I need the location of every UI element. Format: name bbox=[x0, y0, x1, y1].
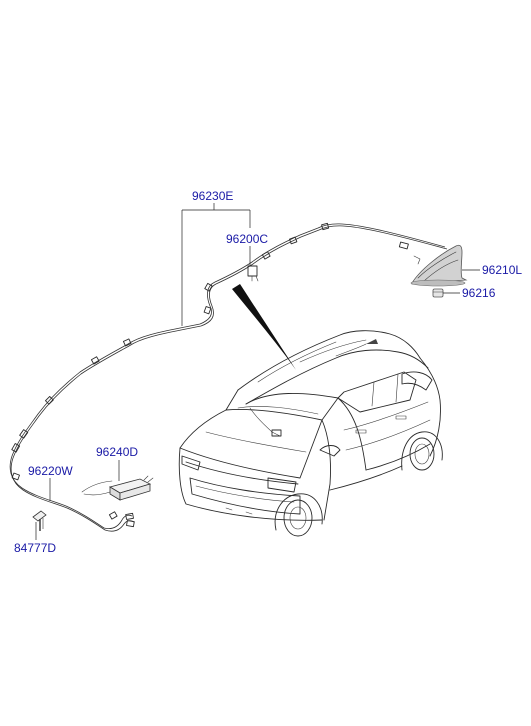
antenna-connector-96200c bbox=[247, 265, 259, 282]
wire-harness-96220w bbox=[103, 511, 135, 532]
pointer-wedge bbox=[232, 284, 296, 370]
label-84777d: 84777D bbox=[14, 541, 56, 555]
label-96200c: 96200C bbox=[226, 232, 268, 246]
antenna-pad-96216 bbox=[432, 288, 444, 298]
antenna-module-96240d bbox=[81, 475, 154, 501]
bolt-84777d bbox=[32, 510, 47, 531]
label-96240d: 96240D bbox=[96, 445, 138, 459]
vehicle-drawing bbox=[178, 330, 443, 537]
label-96220w: 96220W bbox=[28, 464, 73, 478]
leader-lines bbox=[35, 203, 480, 540]
roof-antenna-96210l bbox=[410, 244, 468, 287]
antenna-cable-main bbox=[9, 222, 448, 531]
label-96216: 96216 bbox=[462, 286, 496, 300]
label-96210l: 96210L bbox=[482, 263, 522, 277]
label-96230e: 96230E bbox=[192, 189, 233, 203]
